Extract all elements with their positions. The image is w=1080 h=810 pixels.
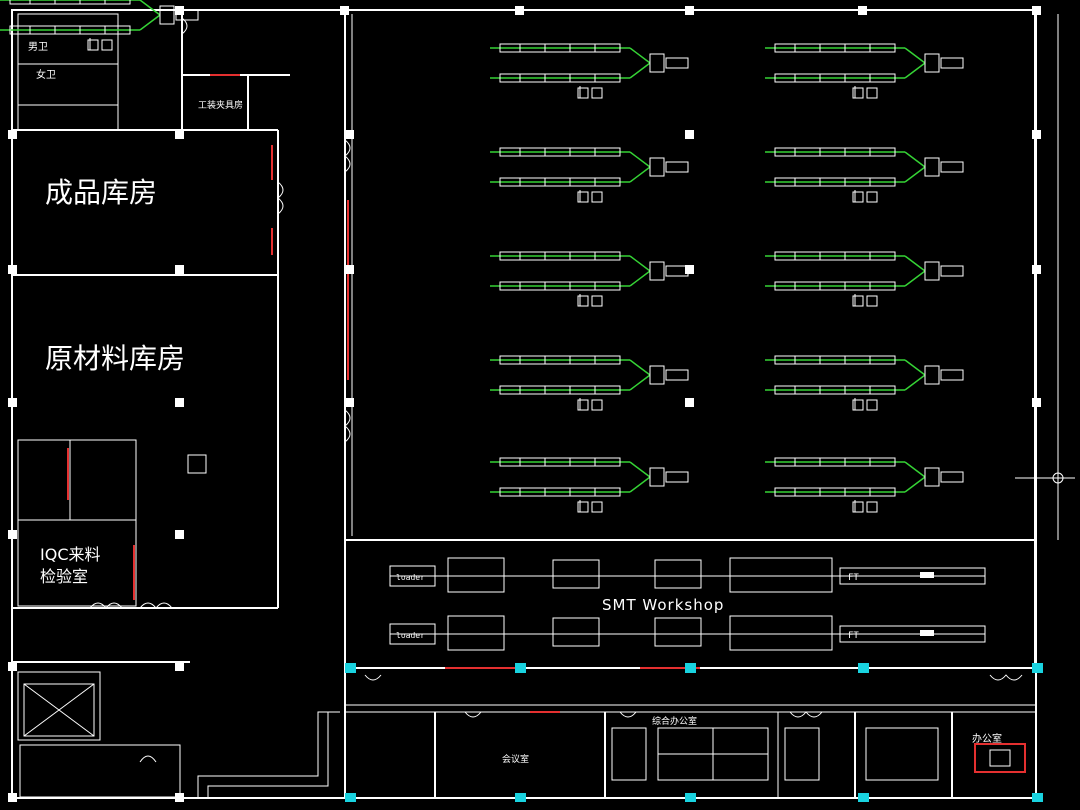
production-lines [0, 0, 964, 513]
label-iqc-line1: IQC来料 [40, 545, 101, 564]
columns [8, 6, 1041, 802]
label-combined-office: 综合办公室 [652, 715, 697, 727]
smt-lines [389, 557, 986, 651]
label-fixture-room: 工装夹具房 [198, 99, 243, 111]
smt-line-lower [389, 615, 986, 651]
label-meeting-room: 会议室 [502, 753, 529, 765]
cyan-columns [345, 663, 1043, 802]
door-swings [89, 17, 1023, 763]
label-smt-workshop: SMT Workshop [602, 596, 724, 614]
label-ft-lower: FT [848, 631, 859, 641]
label-ft-upper: FT [848, 573, 859, 583]
label-loader-lower: loader [396, 631, 425, 640]
structural-walls [11, 9, 1075, 799]
label-finished-goods: 成品库房 [45, 176, 157, 209]
smt-line-upper [389, 557, 986, 593]
office-desks [611, 727, 1026, 781]
label-office: 办公室 [972, 732, 1002, 745]
production-line [0, 0, 199, 51]
label-raw-materials: 原材料库房 [45, 342, 185, 375]
label-loader-upper: loader [396, 573, 425, 582]
label-womens-wc: 女卫 [36, 68, 56, 81]
label-mens-wc: 男卫 [28, 41, 48, 53]
label-iqc-line2: 检验室 [40, 567, 88, 586]
room-labels: 成品库房 原材料库房 IQC来料 检验室 工装夹具房 男卫 女卫 办公室 会议室… [28, 41, 1002, 765]
